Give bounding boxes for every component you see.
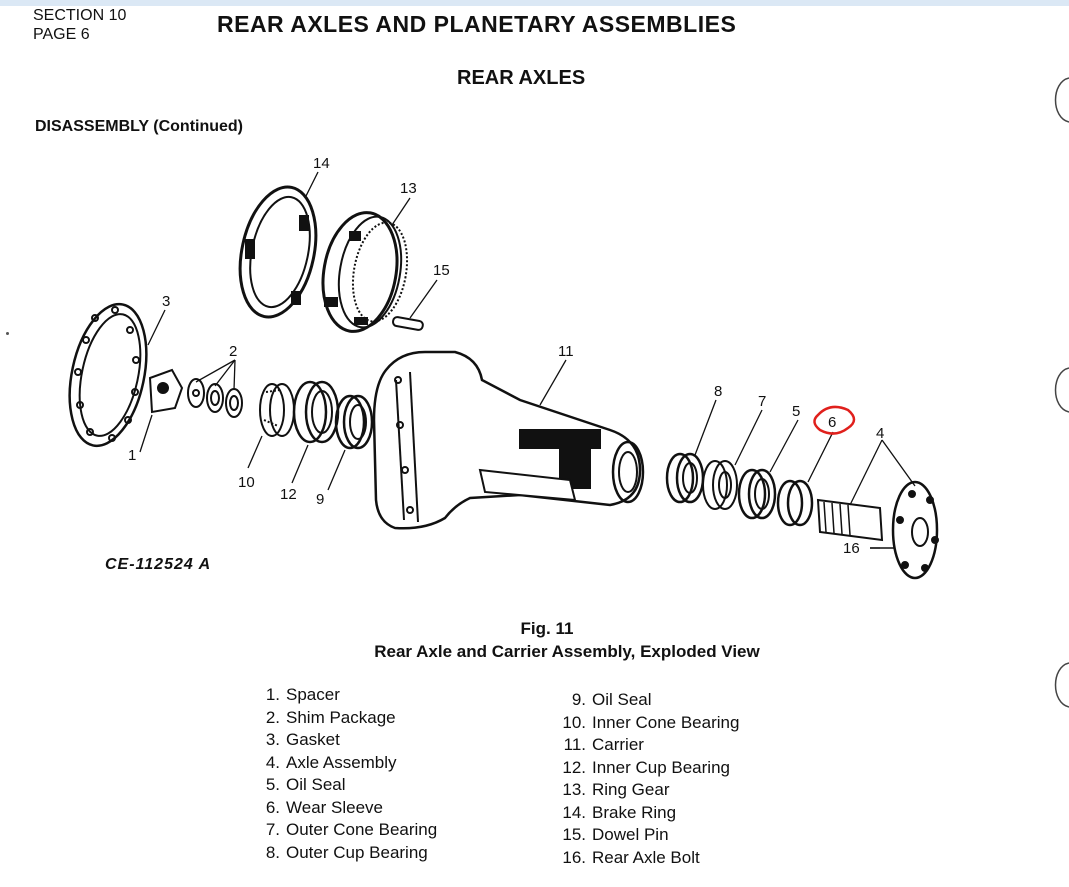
legend-item: 9. Oil Seal bbox=[548, 689, 739, 712]
binder-ring-mark-1 bbox=[1054, 77, 1069, 123]
parts-legend-left: 1. Spacer 2. Shim Package 3. Gasket 4. Axle … bbox=[258, 684, 437, 864]
legend-item: 4. Axle Assembly bbox=[258, 752, 437, 775]
legend-label: Gasket bbox=[286, 730, 340, 749]
legend-label: Outer Cup Bearing bbox=[286, 842, 428, 862]
legend-item: 2. Shim Package bbox=[258, 707, 437, 730]
callout-4: 4 bbox=[876, 425, 884, 442]
callout-1: 1 bbox=[128, 447, 136, 464]
callout-numbers: 14 13 15 3 2 11 8 7 5 6 4 1 10 12 9 16 bbox=[128, 155, 884, 557]
callout-6: 6 bbox=[828, 414, 836, 431]
section-heading: DISASSEMBLY (Continued) bbox=[35, 118, 244, 135]
parts-legend-right: 9. Oil Seal 10. Inner Cone Bearing 11. Carr… bbox=[548, 689, 739, 869]
callout-3: 3 bbox=[162, 293, 170, 310]
callout-5: 5 bbox=[792, 403, 800, 420]
legend-label: Inner Cone Bearing bbox=[592, 712, 740, 732]
legend-item: 7. Outer Cone Bearing bbox=[258, 819, 437, 842]
legend-number: 5. bbox=[265, 775, 280, 794]
callout-9: 9 bbox=[316, 491, 324, 508]
legend-item: 15. Dowel Pin bbox=[548, 824, 739, 847]
legend-label: Carrier bbox=[592, 735, 644, 754]
binder-ring-mark-2 bbox=[1054, 367, 1069, 413]
outer-cup-bearing-part bbox=[665, 452, 705, 504]
outer-cone-bearing-part bbox=[702, 460, 738, 510]
legend-label: Spacer bbox=[286, 685, 340, 704]
callout-12: 12 bbox=[280, 486, 297, 503]
legend-number: 7. bbox=[265, 820, 280, 839]
dowel-pin-part bbox=[391, 316, 424, 331]
callout-13: 13 bbox=[400, 180, 417, 197]
margin-speck bbox=[6, 332, 9, 335]
page-subtitle: REAR AXLES bbox=[457, 67, 586, 89]
carrier-part bbox=[372, 350, 645, 530]
figure-code: CE-112524 A bbox=[105, 556, 212, 573]
legend-label: Oil Seal bbox=[592, 690, 652, 709]
figure-number: Fig. 11 bbox=[520, 619, 574, 638]
legend-number: 10. bbox=[562, 712, 586, 732]
legend-label: Outer Cone Bearing bbox=[286, 820, 438, 839]
legend-number: 11. bbox=[563, 735, 586, 754]
legend-number: 13. bbox=[562, 780, 586, 799]
binder-ring-mark-3 bbox=[1054, 662, 1069, 708]
legend-number: 12. bbox=[562, 757, 586, 777]
callout-7: 7 bbox=[758, 393, 766, 410]
legend-item: 11. Carrier bbox=[548, 734, 739, 757]
legend-number: 8. bbox=[265, 842, 280, 862]
legend-label: Dowel Pin bbox=[592, 825, 669, 844]
ring-gear-part bbox=[321, 211, 409, 333]
spacer-part bbox=[148, 368, 184, 414]
wear-sleeve-part bbox=[776, 479, 814, 527]
brake-ring-part bbox=[238, 185, 318, 319]
leader-lines bbox=[139, 171, 916, 549]
legend-number: 2. bbox=[265, 707, 280, 727]
outer-oil-seal-part bbox=[737, 468, 777, 520]
legend-label: Oil Seal bbox=[286, 775, 346, 794]
legend-item: 10. Inner Cone Bearing bbox=[548, 712, 739, 735]
legend-number: 14. bbox=[562, 802, 586, 822]
callout-11: 11 bbox=[558, 343, 574, 360]
legend-item: 14. Brake Ring bbox=[548, 802, 739, 825]
legend-label: Shim Package bbox=[286, 707, 396, 727]
callout-2: 2 bbox=[229, 343, 237, 360]
inner-oil-seal-part bbox=[334, 394, 374, 450]
legend-number: 6. bbox=[265, 797, 280, 817]
callout-16: 16 bbox=[843, 540, 860, 557]
legend-label: Ring Gear bbox=[592, 780, 670, 799]
section-number: SECTION 10 bbox=[33, 7, 127, 24]
legend-item: 3. Gasket bbox=[258, 729, 437, 752]
figure-caption: Rear Axle and Carrier Assembly, Exploded… bbox=[374, 642, 760, 661]
legend-item: 1. Spacer bbox=[258, 684, 437, 707]
page-title: REAR AXLES AND PLANETARY ASSEMBLIES bbox=[217, 11, 737, 37]
legend-item: 16. Rear Axle Bolt bbox=[548, 847, 739, 870]
legend-number: 4. bbox=[265, 752, 280, 772]
top-accent-bar bbox=[0, 0, 1069, 6]
legend-label: Inner Cup Bearing bbox=[592, 757, 730, 777]
legend-number: 16. bbox=[562, 847, 586, 867]
callout-10: 10 bbox=[238, 474, 255, 491]
legend-label: Brake Ring bbox=[592, 802, 677, 822]
legend-label: Axle Assembly bbox=[286, 752, 397, 772]
exploded-view-diagram: 14 13 15 3 2 11 8 7 5 6 4 1 10 12 9 16 bbox=[68, 155, 939, 580]
inner-cup-bearing-part bbox=[292, 380, 340, 444]
legend-number: 1. bbox=[265, 685, 280, 704]
highlight-circle bbox=[813, 405, 856, 435]
axle-assembly-part bbox=[816, 480, 939, 580]
legend-number: 9. bbox=[571, 690, 586, 709]
shim-package-part bbox=[187, 378, 243, 418]
legend-item: 12. Inner Cup Bearing bbox=[548, 757, 739, 780]
inner-cone-bearing-part bbox=[259, 383, 295, 437]
callout-15: 15 bbox=[433, 262, 450, 279]
callout-14: 14 bbox=[313, 155, 330, 172]
page-number: PAGE 6 bbox=[33, 26, 90, 43]
legend-number: 15. bbox=[562, 825, 586, 844]
legend-number: 3. bbox=[265, 730, 280, 749]
legend-item: 13. Ring Gear bbox=[548, 779, 739, 802]
callout-8: 8 bbox=[714, 383, 722, 400]
legend-item: 6. Wear Sleeve bbox=[258, 797, 437, 820]
legend-item: 5. Oil Seal bbox=[258, 774, 437, 797]
legend-label: Rear Axle Bolt bbox=[592, 847, 700, 867]
legend-item: 8. Outer Cup Bearing bbox=[258, 842, 437, 865]
legend-label: Wear Sleeve bbox=[286, 797, 384, 817]
gasket-part bbox=[68, 302, 148, 448]
section-page-label: SECTION 10 PAGE 6 bbox=[33, 6, 126, 44]
